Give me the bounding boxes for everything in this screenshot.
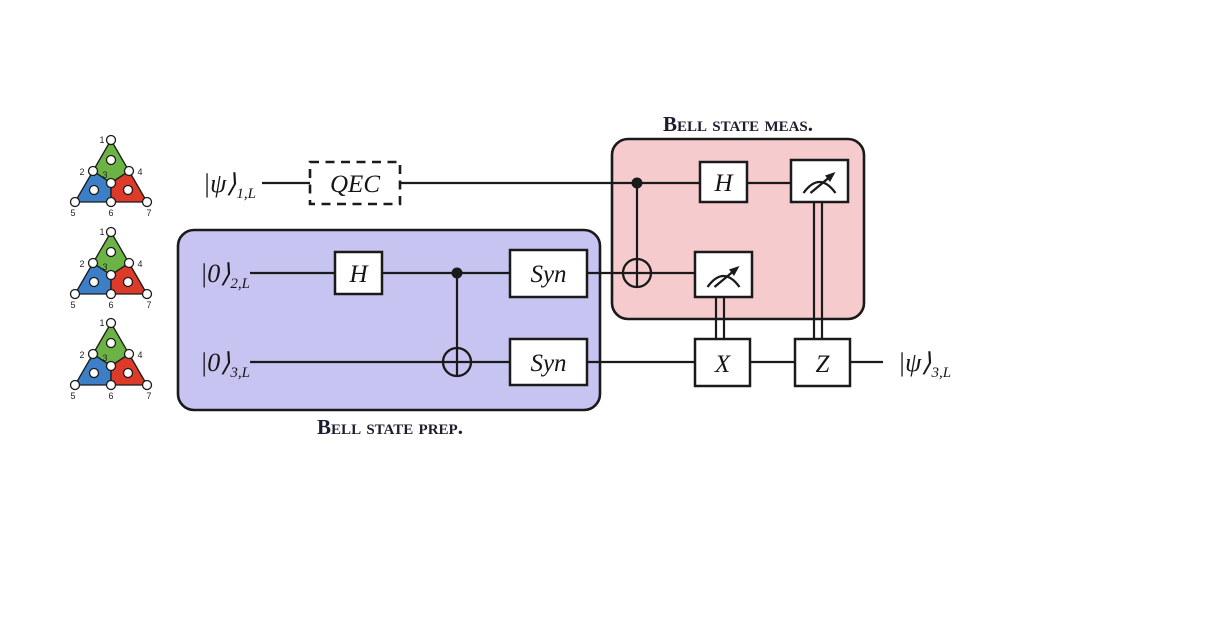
- cnot-target-prep: [441, 346, 473, 378]
- svg-text:Z: Z: [816, 351, 831, 378]
- classical-wire-z: [812, 202, 824, 339]
- svg-text:Syn: Syn: [530, 261, 566, 288]
- output-label: |ψ⟩3,L: [898, 348, 951, 381]
- bell-state-meas-title: Bell state meas.: [663, 112, 813, 136]
- hadamard-gate-prep: H: [333, 250, 384, 296]
- syndrome-gate-3: Syn: [508, 337, 589, 387]
- x-correction-gate: X: [693, 337, 752, 388]
- measurement-gate-2: [693, 250, 754, 299]
- input-label-1: |ψ⟩1,L: [203, 169, 256, 202]
- qec-gate: QEC: [308, 160, 402, 206]
- steane-code-triangle-2: [69, 226, 153, 311]
- hadamard-gate-meas: H: [698, 160, 749, 204]
- cnot-control-prep: [451, 267, 463, 279]
- svg-text:X: X: [714, 351, 732, 378]
- svg-text:QEC: QEC: [330, 171, 380, 198]
- steane-code-triangle-3: [69, 317, 153, 402]
- bell-state-prep-title: Bell state prep.: [317, 415, 463, 439]
- classical-wire-x: [714, 297, 726, 339]
- bell-state-prep-region: [176, 228, 602, 412]
- svg-text:H: H: [713, 170, 734, 197]
- z-correction-gate: Z: [793, 337, 852, 388]
- svg-text:Syn: Syn: [530, 350, 566, 377]
- cnot-target-meas: [621, 257, 653, 289]
- input-label-2: |0⟩2,L: [200, 259, 250, 292]
- syndrome-gate-2: Syn: [508, 248, 589, 299]
- cnot-control-meas: [631, 177, 643, 189]
- svg-text:H: H: [348, 261, 369, 288]
- steane-code-triangle-1: [69, 134, 153, 219]
- measurement-gate-1: [789, 158, 850, 204]
- input-label-3: |0⟩3,L: [200, 348, 250, 381]
